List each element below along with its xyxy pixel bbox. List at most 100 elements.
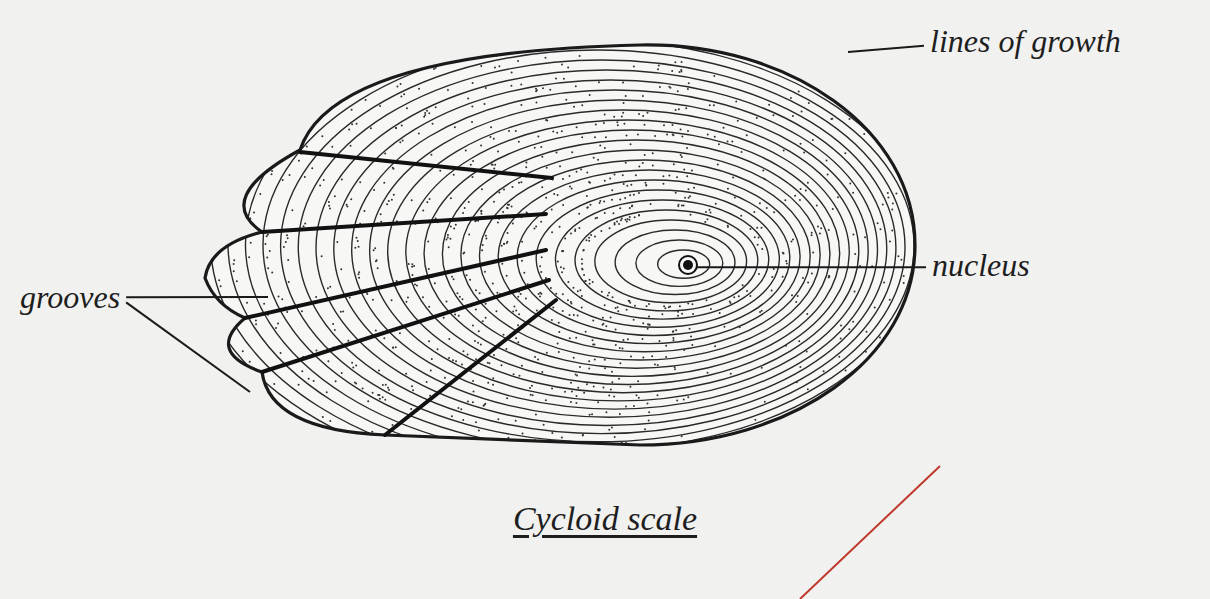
stipple-dot (383, 182, 385, 184)
stipple-dot (622, 339, 624, 341)
stipple-dot (564, 238, 566, 240)
stipple-dot (575, 85, 577, 87)
stipple-dot (264, 243, 266, 245)
stipple-dot (573, 357, 575, 359)
stipple-dot (586, 195, 588, 197)
stipple-dot (515, 130, 517, 132)
stipple-dot (673, 163, 675, 165)
stipple-dot (594, 359, 596, 361)
stipple-dot (619, 362, 621, 364)
stipple-dot (613, 116, 615, 118)
stipple-dot (567, 281, 569, 283)
stipple-dot (624, 197, 626, 199)
stipple-dot (730, 302, 732, 304)
stipple-dot (518, 141, 520, 143)
scale-fill (205, 45, 915, 445)
stipple-dot (466, 274, 468, 276)
stipple-dot (576, 395, 578, 397)
stipple-dot (740, 215, 742, 217)
stipple-dot (626, 185, 628, 187)
stipple-dot (674, 366, 676, 368)
stipple-dot (201, 200, 203, 202)
stipple-dot (656, 394, 658, 396)
stipple-dot (807, 282, 809, 284)
stipple-dot (377, 267, 379, 269)
stipple-dot (616, 35, 618, 37)
stipple-dot (672, 330, 674, 332)
stipple-dot (472, 325, 474, 327)
stipple-dot (444, 377, 446, 379)
stipple-dot (304, 176, 306, 178)
stipple-dot (575, 337, 577, 339)
stipple-dot (454, 126, 456, 128)
stipple-dot (772, 427, 774, 429)
stipple-dot (506, 275, 508, 277)
stipple-dot (605, 136, 607, 138)
stipple-dot (611, 189, 613, 191)
stipple-dot (662, 183, 664, 185)
stipple-dot (678, 204, 680, 206)
stipple-dot (734, 197, 736, 199)
stipple-dot (840, 324, 842, 326)
stipple-dot (429, 60, 431, 62)
stipple-dot (340, 268, 342, 270)
stipple-dot (623, 102, 625, 104)
stipple-dot (490, 126, 492, 128)
stipple-dot (615, 329, 617, 331)
stipple-dot (913, 205, 915, 207)
stipple-dot (321, 135, 323, 137)
stipple-dot (567, 299, 569, 301)
stipple-dot (523, 46, 525, 48)
stipple-dot (535, 101, 537, 103)
stipple-dot (619, 207, 621, 209)
stipple-dot (883, 281, 885, 283)
stipple-dot (854, 291, 856, 293)
stipple-dot (423, 116, 425, 118)
stipple-dot (604, 180, 606, 182)
stipple-dot (665, 464, 667, 466)
stipple-dot (863, 133, 865, 135)
stipple-dot (427, 241, 429, 243)
stipple-dot (686, 175, 688, 177)
stipple-dot (534, 147, 536, 149)
stipple-dot (595, 124, 597, 126)
stipple-dot (306, 146, 308, 148)
stipple-dot (732, 177, 734, 179)
stipple-dot (529, 387, 531, 389)
stipple-dot (501, 20, 503, 22)
stipple-dot (621, 474, 623, 476)
growth-ring (370, 100, 869, 401)
stipple-dot (585, 331, 587, 333)
stipple-dot (422, 209, 424, 211)
stipple-dot (677, 315, 679, 317)
stipple-dot (367, 400, 369, 402)
stipple-dot (631, 205, 633, 207)
stipple-dot (475, 358, 477, 360)
stipple-dot (647, 328, 649, 330)
part-label: nucleus (932, 248, 1030, 283)
stipple-dot (352, 367, 354, 369)
stipple-dot (513, 373, 515, 375)
stipple-dot (393, 168, 395, 170)
stipple-dot (496, 292, 498, 294)
leader-line (848, 46, 924, 52)
stipple-dot (638, 215, 640, 217)
stipple-dot (581, 104, 583, 106)
stipple-dot (691, 170, 693, 172)
stipple-dot (608, 429, 610, 431)
stipple-dot (520, 104, 522, 106)
stipple-dot (808, 102, 810, 104)
stipple-dot (663, 305, 665, 307)
stipple-dot (477, 342, 479, 344)
stipple-dot (821, 69, 823, 71)
stipple-dot (263, 125, 265, 127)
nucleus-dot (683, 260, 693, 270)
stipple-dot (603, 201, 605, 203)
stipple-dot (383, 337, 385, 339)
stipple-dot (451, 54, 453, 56)
stipple-dot (618, 223, 620, 225)
stipple-dot (844, 152, 846, 154)
stipple-dot (530, 394, 532, 396)
stipple-dot (414, 39, 416, 41)
stipple-dot (592, 281, 594, 283)
